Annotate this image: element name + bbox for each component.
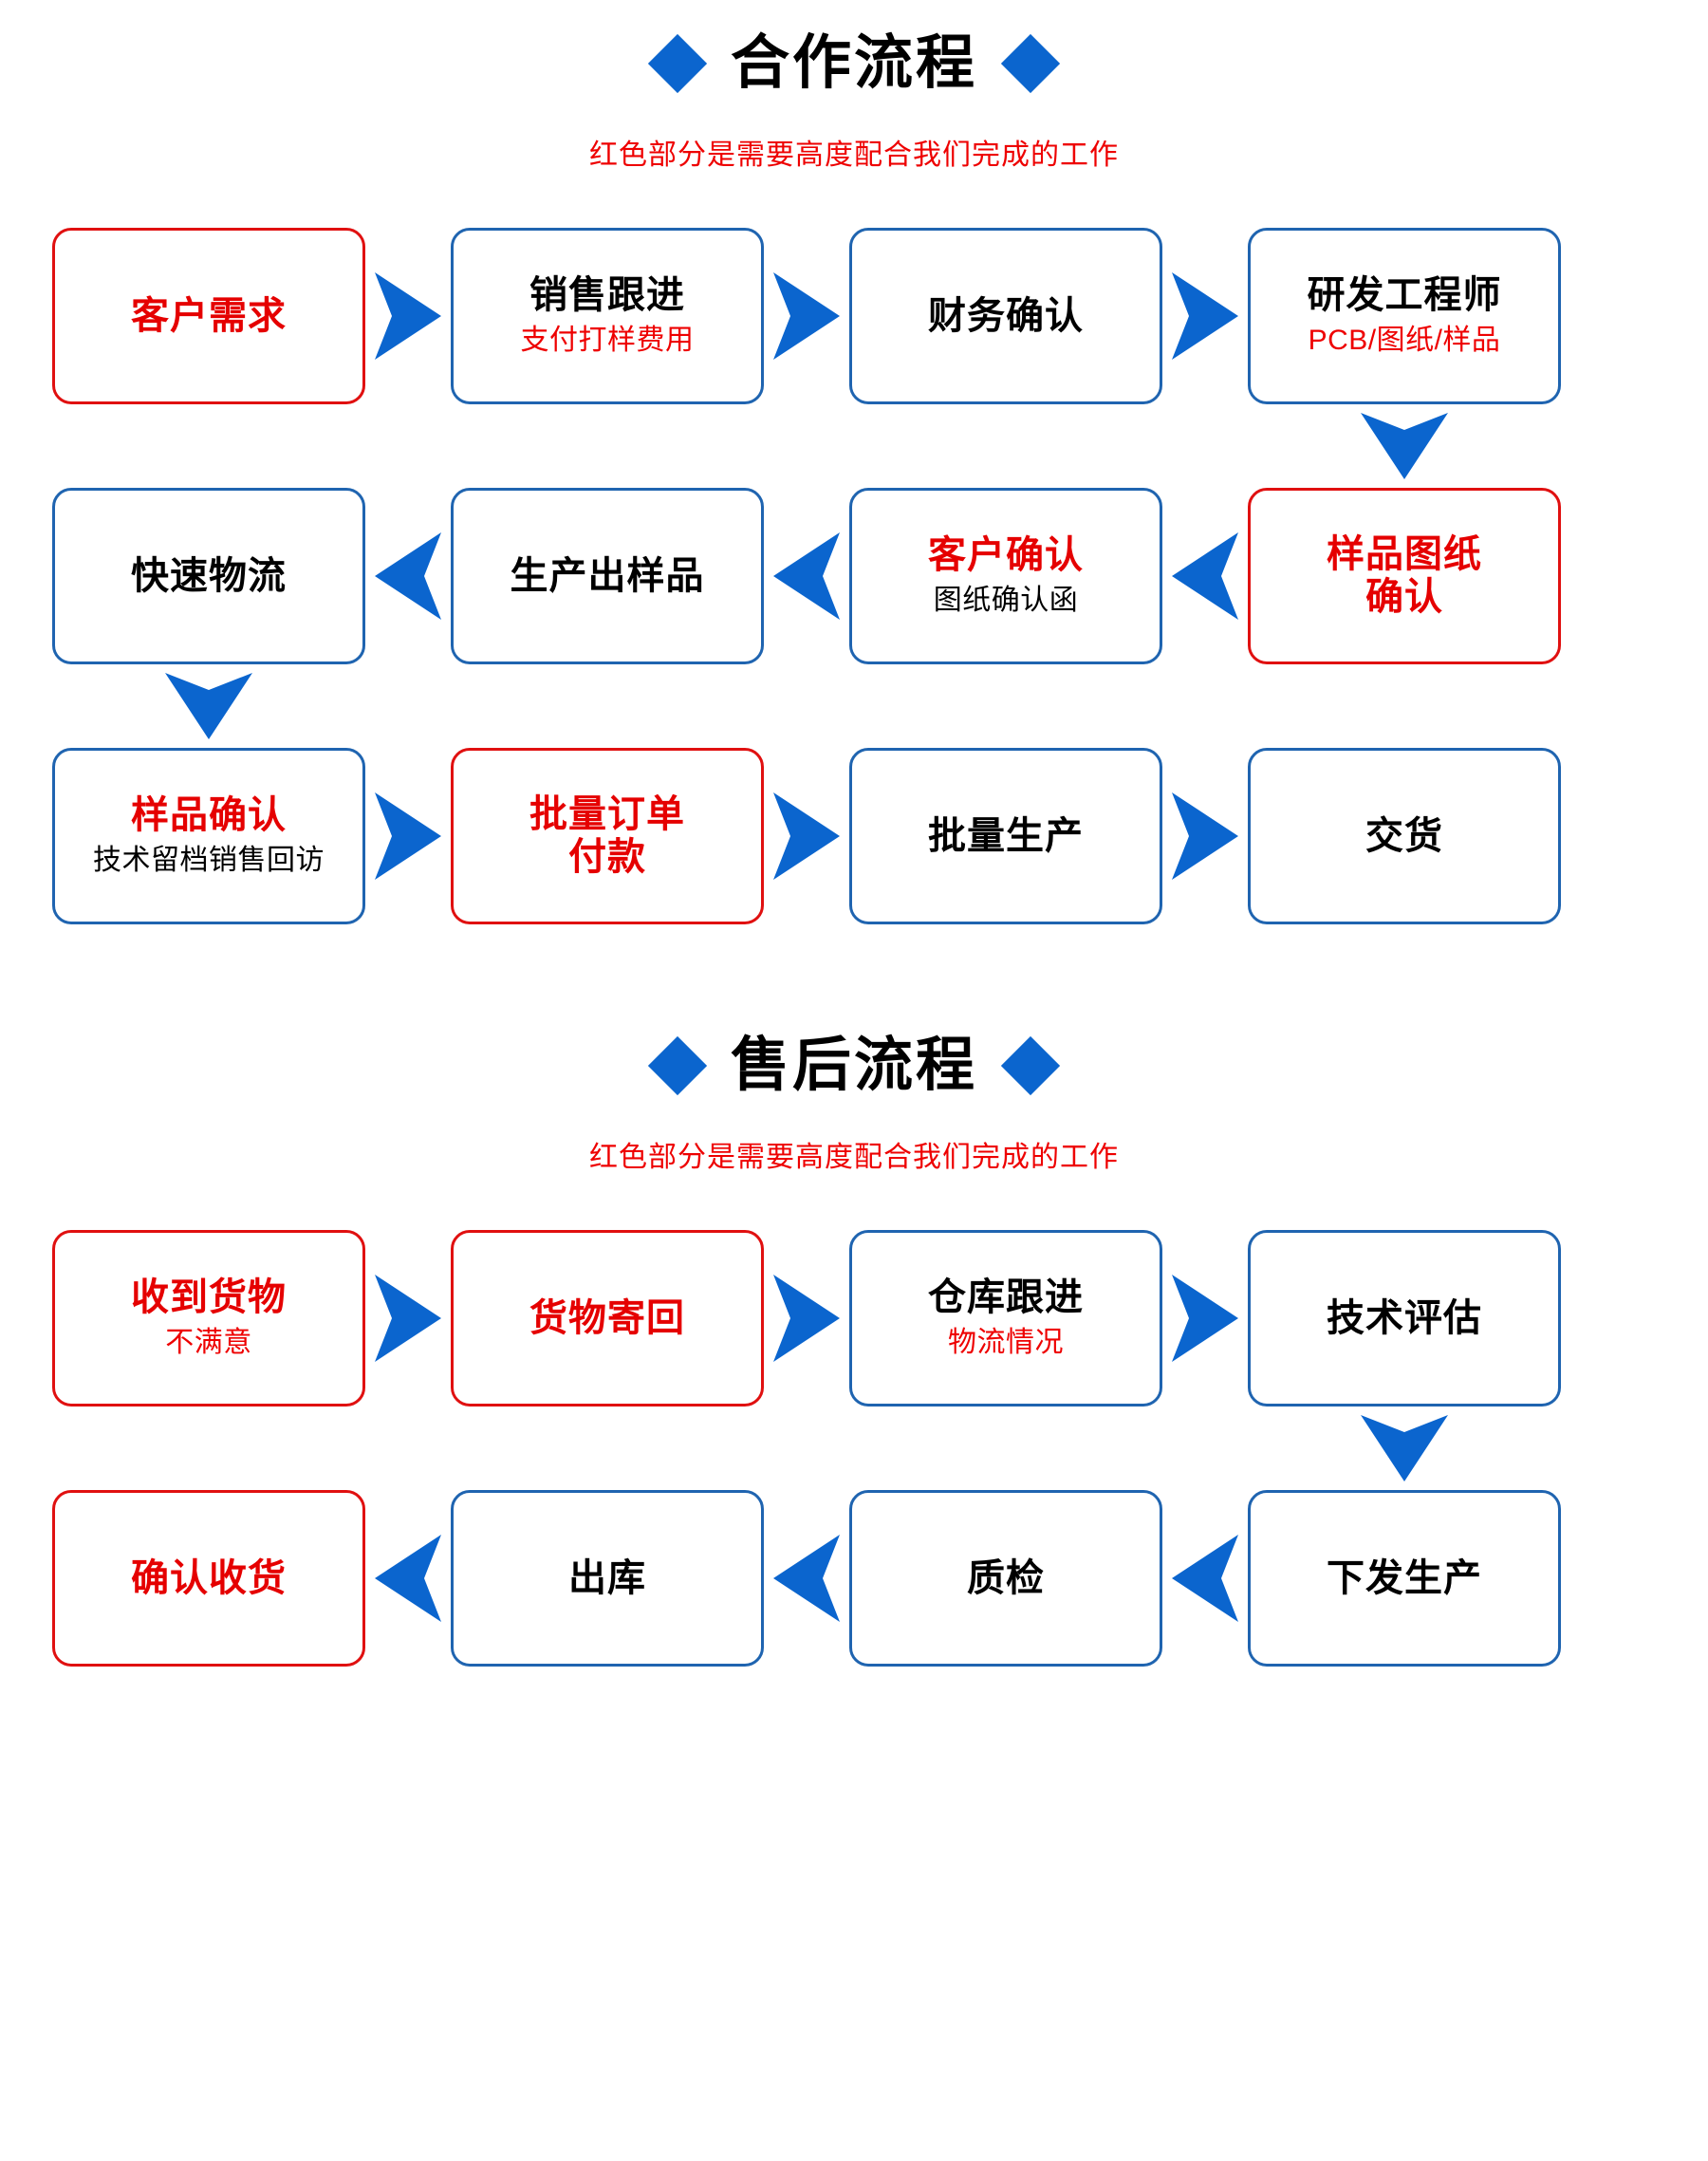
flow-section-after-sales: 售后流程红色部分是需要高度配合我们完成的工作收到货物不满意 货物寄回 仓库跟进物流情… bbox=[0, 924, 1708, 1667]
flow-node-title: 客户需求 bbox=[131, 294, 287, 337]
flow-node-title: 销售跟进 bbox=[529, 274, 685, 317]
diamond-icon bbox=[647, 33, 708, 94]
flow-node-title: 货物寄回 bbox=[529, 1296, 685, 1339]
flow-node[interactable]: 生产出样品 bbox=[451, 488, 764, 664]
flow-node[interactable]: 研发工程师 PCB/图纸/样品 bbox=[1248, 228, 1561, 404]
arrow-down-icon bbox=[1248, 409, 1561, 483]
arrow-left-icon bbox=[1162, 488, 1248, 664]
flow-node-title: 批量订单 付款 bbox=[529, 793, 685, 878]
flow-node-title: 研发工程师 bbox=[1307, 274, 1502, 317]
flow-row: 客户需求 销售跟进支付打样费用 财务确认 研发工程师 PCB/图纸/样品 bbox=[0, 228, 1708, 404]
arrow-right-icon bbox=[1162, 228, 1248, 404]
arrow-right-icon bbox=[764, 1230, 849, 1407]
flow-connector-band bbox=[0, 1407, 1708, 1490]
flow-node[interactable]: 客户确认图纸确认函 bbox=[849, 488, 1162, 664]
flow-node[interactable]: 客户需求 bbox=[52, 228, 365, 404]
flow-row: 确认收货 出库 质检 下发生产 bbox=[0, 1490, 1708, 1667]
flow-node-title: 确认收货 bbox=[131, 1556, 287, 1599]
arrow-right-icon bbox=[764, 228, 849, 404]
arrow-left-icon bbox=[764, 1490, 849, 1667]
arrow-left-icon bbox=[365, 1490, 451, 1667]
flow-node-subtitle: PCB/图纸/样品 bbox=[1308, 325, 1501, 357]
flow-node[interactable]: 样品图纸 确认 bbox=[1248, 488, 1561, 664]
flow-node-title: 交货 bbox=[1365, 814, 1443, 857]
arrow-down-icon bbox=[1248, 1411, 1561, 1485]
flow-node-title: 快速物流 bbox=[131, 554, 287, 597]
flow-row: 样品确认技术留档销售回访 批量订单 付款 批量生产 交货 bbox=[0, 748, 1708, 924]
diamond-icon bbox=[1000, 33, 1061, 94]
flow-node[interactable]: 仓库跟进物流情况 bbox=[849, 1230, 1162, 1407]
flow-node-title: 下发生产 bbox=[1327, 1556, 1482, 1599]
flow-node[interactable]: 财务确认 bbox=[849, 228, 1162, 404]
arrow-right-icon bbox=[365, 1230, 451, 1407]
flow-node-subtitle: 图纸确认函 bbox=[933, 585, 1079, 617]
flow-node-title: 质检 bbox=[967, 1556, 1045, 1599]
flow-node-title: 样品确认 bbox=[131, 794, 287, 837]
arrow-left-icon bbox=[365, 488, 451, 664]
flow-node-title: 批量生产 bbox=[928, 814, 1084, 857]
flow-node-subtitle: 不满意 bbox=[165, 1327, 252, 1359]
flow-connector-band bbox=[0, 404, 1708, 488]
arrow-right-icon bbox=[365, 228, 451, 404]
diamond-icon bbox=[1000, 1035, 1061, 1096]
arrow-left-icon bbox=[1162, 1490, 1248, 1667]
section-subtitle: 红色部分是需要高度配合我们完成的工作 bbox=[589, 140, 1119, 171]
flow-row: 收到货物不满意 货物寄回 仓库跟进物流情况 技术评估 bbox=[0, 1230, 1708, 1407]
flow-node[interactable]: 出库 bbox=[451, 1490, 764, 1667]
section-title: 合作流程 bbox=[730, 30, 977, 96]
flow-node[interactable]: 技术评估 bbox=[1248, 1230, 1561, 1407]
flowchart-page: 合作流程红色部分是需要高度配合我们完成的工作客户需求销售跟进支付打样费用财务确认… bbox=[0, 0, 1708, 1667]
flow-row: 快速物流 生产出样品 客户确认图纸确认函 样品图纸 确认 bbox=[0, 488, 1708, 664]
flow-node-title: 收到货物 bbox=[131, 1276, 287, 1319]
flow-node-subtitle: 技术留档销售回访 bbox=[93, 845, 325, 877]
flow-node-title: 客户确认 bbox=[928, 534, 1084, 577]
flow-node[interactable]: 交货 bbox=[1248, 748, 1561, 924]
flow-node-title: 生产出样品 bbox=[510, 554, 705, 597]
section-heading: 合作流程 bbox=[0, 30, 1708, 96]
flow-node[interactable]: 批量订单 付款 bbox=[451, 748, 764, 924]
flow-node[interactable]: 质检 bbox=[849, 1490, 1162, 1667]
flow-node[interactable]: 下发生产 bbox=[1248, 1490, 1561, 1667]
arrow-down-icon bbox=[52, 669, 365, 743]
section-title: 售后流程 bbox=[730, 1033, 977, 1098]
flow-section-cooperation: 合作流程红色部分是需要高度配合我们完成的工作客户需求 销售跟进支付打样费用 财务确认… bbox=[0, 0, 1708, 924]
arrow-right-icon bbox=[764, 748, 849, 924]
flow-node[interactable]: 样品确认技术留档销售回访 bbox=[52, 748, 365, 924]
arrow-right-icon bbox=[1162, 1230, 1248, 1407]
flow-node[interactable]: 货物寄回 bbox=[451, 1230, 764, 1407]
arrow-right-icon bbox=[1162, 748, 1248, 924]
flow-node-subtitle: 支付打样费用 bbox=[520, 325, 695, 357]
flow-connector-band bbox=[0, 664, 1708, 748]
section-subtitle: 红色部分是需要高度配合我们完成的工作 bbox=[589, 1142, 1119, 1173]
flow-node[interactable]: 销售跟进支付打样费用 bbox=[451, 228, 764, 404]
flow-node-title: 出库 bbox=[568, 1556, 646, 1599]
flow-node[interactable]: 快速物流 bbox=[52, 488, 365, 664]
section-heading: 售后流程 bbox=[0, 1033, 1708, 1098]
flow-node-title: 仓库跟进 bbox=[928, 1276, 1084, 1319]
flow-node-title: 财务确认 bbox=[928, 294, 1084, 337]
flow-node-title: 技术评估 bbox=[1327, 1296, 1482, 1339]
flow-node[interactable]: 收到货物不满意 bbox=[52, 1230, 365, 1407]
arrow-left-icon bbox=[764, 488, 849, 664]
arrow-right-icon bbox=[365, 748, 451, 924]
flow-node[interactable]: 确认收货 bbox=[52, 1490, 365, 1667]
flow-node-subtitle: 物流情况 bbox=[948, 1327, 1064, 1359]
flow-node[interactable]: 批量生产 bbox=[849, 748, 1162, 924]
flow-node-title: 样品图纸 确认 bbox=[1327, 533, 1482, 618]
diamond-icon bbox=[647, 1035, 708, 1096]
